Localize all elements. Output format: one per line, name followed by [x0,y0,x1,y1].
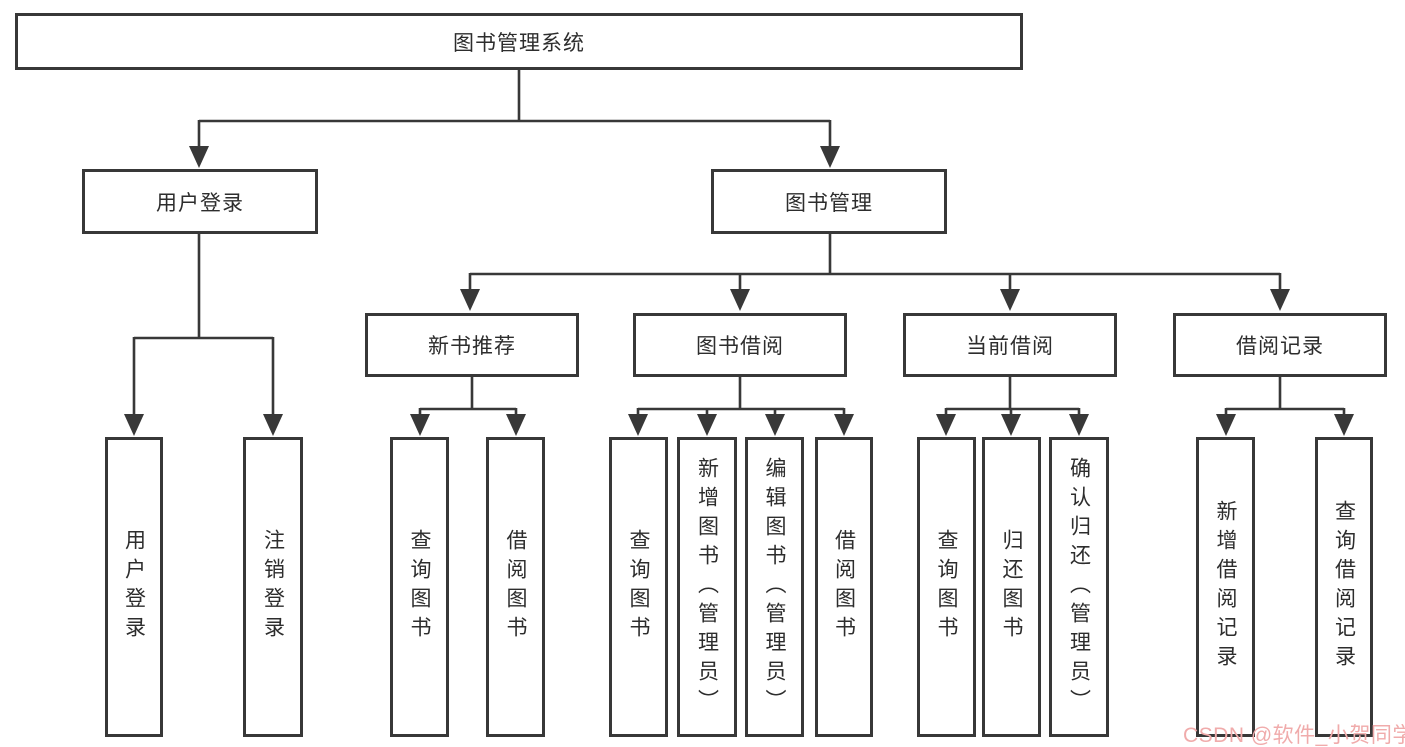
node-book-management-label: 图书管理 [785,191,873,215]
leaf-query-borrow-record: 查询借阅记录 [1315,437,1373,737]
leaf-edit-books-admin-label: 编辑图书（管理员） [763,456,786,718]
node-book-borrow: 图书借阅 [633,313,847,377]
leaf-current-query-books-label: 查询图书 [935,529,958,645]
leaf-borrow-query-books-label: 查询图书 [627,529,650,645]
node-borrow-records: 借阅记录 [1173,313,1387,377]
leaf-add-borrow-record: 新增借阅记录 [1196,437,1255,737]
node-borrow-records-label: 借阅记录 [1236,335,1324,358]
node-user-login: 用户登录 [82,169,318,234]
node-current-borrow: 当前借阅 [903,313,1117,377]
leaf-edit-books-admin: 编辑图书（管理员） [745,437,804,737]
leaf-return-books-label: 归还图书 [1000,529,1023,645]
leaf-return-books: 归还图书 [982,437,1041,737]
leaf-user-login: 用户登录 [105,437,163,737]
leaf-query-borrow-record-label: 查询借阅记录 [1332,500,1356,674]
node-book-management: 图书管理 [711,169,947,234]
leaf-confirm-return-admin: 确认归还（管理员） [1049,437,1109,737]
leaf-current-query-books: 查询图书 [917,437,976,737]
watermark: CSDN @软件_小贺同学 [1183,724,1405,747]
leaf-user-login-label: 用户登录 [122,529,146,645]
leaf-borrow-books-label: 借阅图书 [832,529,856,645]
node-new-book-recommend-label: 新书推荐 [428,335,516,358]
node-root-label: 图书管理系统 [453,31,585,55]
node-current-borrow-label: 当前借阅 [966,335,1054,358]
arrowheads [124,146,1354,436]
leaf-recommend-query-books: 查询图书 [390,437,449,737]
node-user-login-label: 用户登录 [156,191,244,215]
leaf-add-books-admin: 新增图书（管理员） [677,437,737,737]
leaf-borrow-books: 借阅图书 [815,437,873,737]
leaf-recommend-query-books-label: 查询图书 [408,529,431,645]
leaf-logout: 注销登录 [243,437,303,737]
leaf-add-borrow-record-label: 新增借阅记录 [1214,500,1237,674]
leaf-add-books-admin-label: 新增图书（管理员） [695,456,719,718]
leaf-borrow-query-books: 查询图书 [609,437,668,737]
leaf-logout-label: 注销登录 [261,529,285,645]
node-new-book-recommend: 新书推荐 [365,313,579,377]
node-root: 图书管理系统 [15,13,1023,70]
leaf-recommend-borrow-books: 借阅图书 [486,437,545,737]
leaf-confirm-return-admin-label: 确认归还（管理员） [1067,456,1091,718]
leaf-recommend-borrow-books-label: 借阅图书 [504,529,527,645]
node-book-borrow-label: 图书借阅 [696,335,784,358]
